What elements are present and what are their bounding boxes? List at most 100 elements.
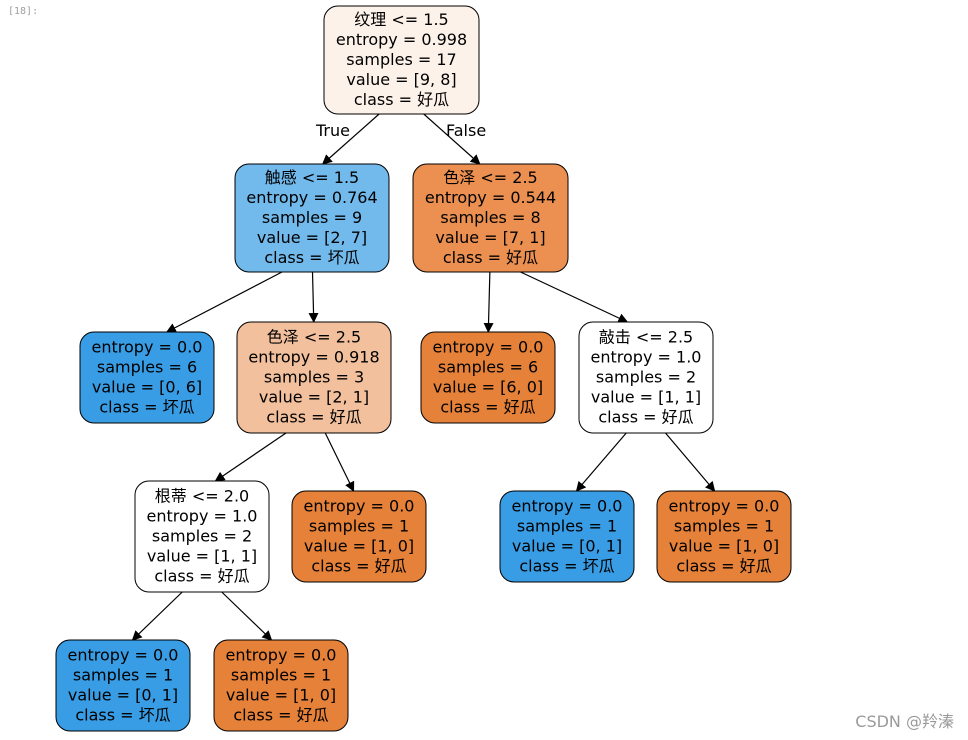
tree-node-line: samples = 1 xyxy=(231,666,331,685)
tree-node-line: class = 好瓜 xyxy=(154,567,249,586)
tree-node-box xyxy=(213,639,349,732)
tree-edge xyxy=(324,432,355,492)
tree-node-line: samples = 6 xyxy=(97,358,197,377)
tree-node-line: samples = 8 xyxy=(440,208,540,227)
tree-node-line: samples = 1 xyxy=(674,517,774,536)
tree-edge xyxy=(423,113,481,165)
true-edge-label: True xyxy=(315,121,350,140)
tree-node-line: value = [6, 0] xyxy=(433,378,543,397)
tree-node-line: value = [2, 1] xyxy=(259,388,369,407)
tree-edge xyxy=(321,113,380,165)
tree-node-line: 敲击 <= 2.5 xyxy=(599,328,693,347)
tree-node-line: value = [9, 8] xyxy=(346,70,456,89)
tree-node-line: entropy = 0.0 xyxy=(92,338,203,357)
tree-node-line: 纹理 <= 1.5 xyxy=(354,10,448,29)
tree-node-line: samples = 1 xyxy=(309,517,409,536)
tree-node-line: 根蒂 <= 2.0 xyxy=(155,487,249,506)
tree-node-line: 色泽 <= 2.5 xyxy=(267,328,361,347)
tree-node-line: entropy = 0.0 xyxy=(68,646,179,665)
tree-node-line: entropy = 0.998 xyxy=(336,30,467,49)
tree-node-line: class = 坏瓜 xyxy=(519,557,614,576)
tree-node-line: value = [1, 0] xyxy=(226,686,336,705)
tree-node-box xyxy=(499,490,635,583)
tree-node-line: samples = 17 xyxy=(346,50,456,69)
tree-node-line: value = [1, 1] xyxy=(147,547,257,566)
tree-node-line: value = [0, 6] xyxy=(92,378,202,397)
tree-node-line: entropy = 0.0 xyxy=(304,497,415,516)
tree-node-box xyxy=(134,480,270,593)
tree-node-line: samples = 2 xyxy=(152,527,252,546)
tree-node-line: samples = 3 xyxy=(264,368,364,387)
tree-node-line: entropy = 0.0 xyxy=(226,646,337,665)
tree-node-line: entropy = 0.0 xyxy=(669,497,780,516)
tree-node-box xyxy=(291,490,427,583)
tree-edge xyxy=(221,591,273,641)
tree-node-line: samples = 2 xyxy=(596,368,696,387)
tree-node-line: entropy = 1.0 xyxy=(147,507,258,526)
tree-node-line: class = 坏瓜 xyxy=(75,706,170,725)
tree-node-line: entropy = 0.544 xyxy=(425,188,556,207)
tree-node-box xyxy=(234,163,390,273)
tree-node-line: samples = 9 xyxy=(262,208,362,227)
tree-node-line: entropy = 1.0 xyxy=(591,348,702,367)
tree-node-box xyxy=(578,321,714,434)
tree-node-line: class = 好瓜 xyxy=(233,706,328,725)
tree-node-line: value = [1, 0] xyxy=(304,537,414,556)
tree-node-line: class = 好瓜 xyxy=(440,398,535,417)
tree-node-line: class = 坏瓜 xyxy=(264,248,359,267)
tree-node-line: class = 好瓜 xyxy=(676,557,771,576)
tree-edge xyxy=(214,432,287,482)
tree-node-line: samples = 1 xyxy=(517,517,617,536)
tree-edge xyxy=(308,271,319,323)
tree-edge xyxy=(575,432,627,492)
tree-node-line: entropy = 0.918 xyxy=(248,348,379,367)
tree-node-line: entropy = 0.0 xyxy=(512,497,623,516)
tree-node-line: class = 坏瓜 xyxy=(99,398,194,417)
tree-node-line: samples = 1 xyxy=(73,666,173,685)
tree-node-line: value = [0, 1] xyxy=(512,537,622,556)
tree-node-line: 色泽 <= 2.5 xyxy=(443,168,537,187)
tree-node-line: samples = 6 xyxy=(438,358,538,377)
tree-node-line: class = 好瓜 xyxy=(354,90,449,109)
tree-node-line: value = [2, 7] xyxy=(257,228,367,247)
tree-node-line: class = 好瓜 xyxy=(443,248,538,267)
tree-node-line: value = [1, 0] xyxy=(669,537,779,556)
tree-node-box xyxy=(323,5,480,115)
watermark-text: CSDN @羚溱 xyxy=(855,712,954,731)
tree-node-box xyxy=(55,639,191,732)
tree-node-line: entropy = 0.764 xyxy=(246,188,377,207)
tree-node-box xyxy=(420,331,556,424)
tree-edge xyxy=(165,271,283,333)
tree-node-line: entropy = 0.0 xyxy=(433,338,544,357)
tree-node-box xyxy=(236,321,392,434)
tree-node-box xyxy=(412,163,569,273)
false-edge-label: False xyxy=(446,121,486,140)
cell-execution-label: [18]: xyxy=(8,6,39,17)
tree-edge xyxy=(483,271,494,333)
tree-edge xyxy=(520,271,629,323)
tree-edges xyxy=(131,113,716,641)
tree-node-line: value = [7, 1] xyxy=(435,228,545,247)
tree-node-line: value = [0, 1] xyxy=(68,686,178,705)
tree-node-box xyxy=(79,331,215,424)
tree-node-line: class = 好瓜 xyxy=(266,408,361,427)
tree-edge xyxy=(131,591,183,641)
tree-node-line: class = 好瓜 xyxy=(598,408,693,427)
tree-node-line: value = [1, 1] xyxy=(591,388,701,407)
tree-node-line: 触感 <= 1.5 xyxy=(265,168,359,187)
tree-node-line: class = 好瓜 xyxy=(311,557,406,576)
